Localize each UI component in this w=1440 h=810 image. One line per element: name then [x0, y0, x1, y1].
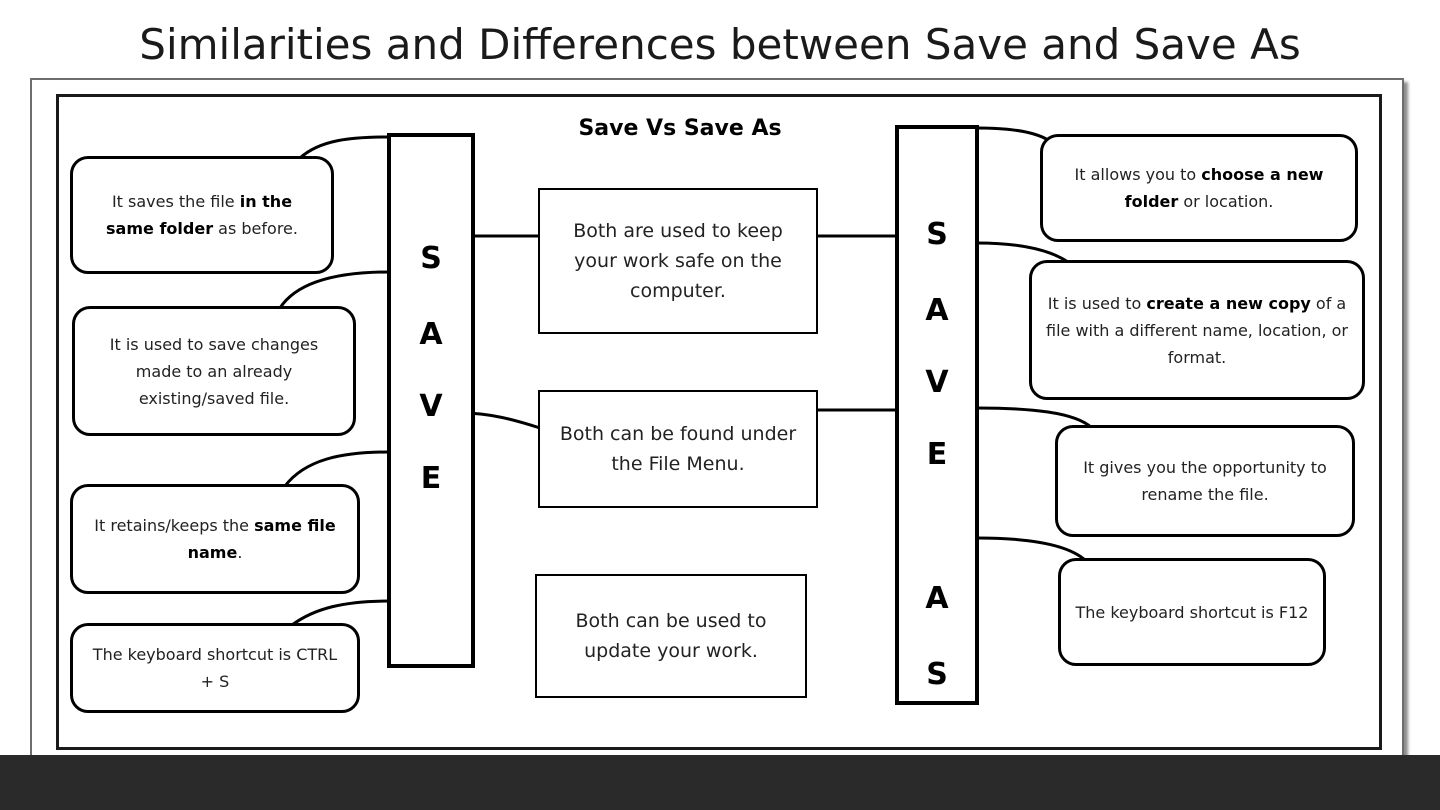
save-note-shortcut: The keyboard shortcut is CTRL + S: [70, 623, 360, 713]
save-note-same-name: It retains/keeps the same file name.: [70, 484, 360, 594]
save-as-bar-letter: E: [926, 437, 948, 472]
save-as-note-rename: It gives you the opportunity to rename t…: [1055, 425, 1355, 537]
save-bar-letter: A: [419, 317, 443, 352]
connector-saveas-note-2: [976, 241, 1069, 264]
diagram-inner-border: [56, 94, 1382, 750]
connector-save-note-4: [291, 599, 390, 627]
connector-saveas-note-4: [976, 536, 1086, 562]
connector-save-note-3: [283, 450, 390, 487]
save-as-bar-letter: A: [925, 581, 949, 616]
save-bar: S A V E: [387, 133, 475, 668]
save-as-bar-letter: S: [926, 217, 948, 252]
save-note-same-folder: It saves the file in the same folder as …: [70, 156, 334, 274]
connector-saveas-note-3: [976, 406, 1094, 430]
save-as-bar-letter: V: [925, 365, 949, 400]
connector-save-note-1: [298, 135, 390, 160]
save-bar-letter: V: [419, 389, 443, 424]
slide-footer-band: [0, 755, 1440, 810]
connector-save-note-2: [278, 270, 390, 309]
similarity-box-keep-safe: Both are used to keep your work safe on …: [538, 188, 818, 334]
save-as-note-new-folder: It allows you to choose a new folder or …: [1040, 134, 1358, 242]
save-as-bar-letter: S: [926, 657, 948, 692]
slide-title: Similarities and Differences between Sav…: [139, 20, 1301, 69]
connector-saveas-note-1: [976, 126, 1049, 142]
similarity-box-file-menu: Both can be found under the File Menu.: [538, 390, 818, 508]
save-as-bar-letter: A: [925, 293, 949, 328]
save-as-note-shortcut: The keyboard shortcut is F12: [1058, 558, 1326, 666]
diagram-title: Save Vs Save As: [578, 116, 782, 141]
save-as-bar: S A V E A S: [895, 125, 979, 705]
save-bar-letter: E: [420, 461, 442, 496]
save-as-note-new-copy: It is used to create a new copy of a fil…: [1029, 260, 1365, 400]
similarity-box-update-work: Both can be used to update your work.: [535, 574, 807, 698]
save-bar-letter: S: [420, 241, 442, 276]
save-note-existing-file: It is used to save changes made to an al…: [72, 306, 356, 436]
